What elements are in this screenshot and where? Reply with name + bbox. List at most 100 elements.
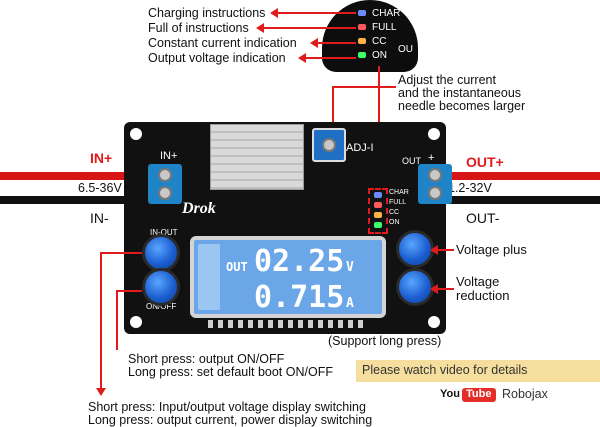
mount-hole-tl xyxy=(130,128,142,140)
mount-hole-br xyxy=(428,316,440,328)
led-indicator-group xyxy=(368,188,388,234)
input-terminal-screw-bottom xyxy=(158,186,172,200)
arrow-inout-h xyxy=(100,252,142,254)
on-off-button[interactable] xyxy=(142,268,180,306)
led-full-zoom xyxy=(358,24,366,30)
youtube-logo-tube: Tube xyxy=(466,388,492,400)
arrow-adjust-h xyxy=(332,86,396,88)
video-banner[interactable]: Please watch video for details xyxy=(356,360,600,382)
arrow-cc xyxy=(316,42,356,44)
arrow-output-voltage xyxy=(304,57,356,59)
label-out-minus: OUT- xyxy=(466,210,500,226)
lcd-current: 0.715 xyxy=(254,280,345,315)
youtube-logo-you: You xyxy=(440,388,460,400)
pot-screw[interactable] xyxy=(322,138,336,152)
arrow-adjust-v xyxy=(332,86,334,130)
label-in-range: 6.5-36V xyxy=(78,181,122,195)
callout-onoff-long: Long press: set default boot ON/OFF xyxy=(128,365,333,379)
output-terminal xyxy=(418,164,452,204)
in-out-button[interactable] xyxy=(142,234,180,272)
led-cc xyxy=(374,212,382,218)
label-in-plus: IN+ xyxy=(90,150,113,166)
led-char xyxy=(374,192,382,198)
arrow-full xyxy=(262,27,356,29)
zoom-label-char: CHAR xyxy=(372,8,401,19)
silk-plus: + xyxy=(428,152,435,164)
silk-cc: CC xyxy=(389,209,400,216)
label-in-minus: IN- xyxy=(90,210,109,226)
callout-adjust-current-2: and the instantaneous xyxy=(398,86,522,100)
youtube-logo xyxy=(462,388,496,402)
output-terminal-screw-top xyxy=(428,168,442,182)
zoom-label-on: ON xyxy=(372,50,387,61)
callout-voltage-plus: Voltage plus xyxy=(456,242,527,257)
arrow-inout-v xyxy=(100,252,102,390)
arrowhead-charging xyxy=(270,8,278,18)
callout-onoff-short: Short press: output ON/OFF xyxy=(128,352,285,366)
output-wire-black xyxy=(440,196,600,204)
current-adjust-potentiometer[interactable] xyxy=(312,128,346,162)
lcd-display: OUT 02.25 V 0.715 A xyxy=(190,236,386,318)
led-on-zoom xyxy=(358,52,366,58)
callout-support-long-press: (Support long press) xyxy=(328,334,442,348)
callout-voltage-reduction-1: Voltage xyxy=(456,274,500,289)
callout-full: Full of instructions xyxy=(148,21,249,35)
label-out-range: 1.2-32V xyxy=(448,181,492,195)
lcd-voltage-unit: V xyxy=(346,260,354,275)
voltage-plus-button[interactable] xyxy=(396,230,434,268)
lcd-mode: OUT xyxy=(226,260,248,274)
input-terminal-screw-top xyxy=(158,168,172,182)
led-char-zoom xyxy=(358,10,366,16)
arrowhead-full xyxy=(256,23,264,33)
callout-adjust-current-3: needle becomes larger xyxy=(398,99,526,113)
silk-in-out: IN-OUT xyxy=(150,228,178,237)
output-terminal-screw-bottom xyxy=(428,186,442,200)
lcd-pins xyxy=(208,320,368,328)
arrowhead-cc xyxy=(310,38,318,48)
lcd-voltage: 02.25 xyxy=(254,244,345,279)
callout-constant-current: Constant current indication xyxy=(148,36,297,50)
brand-logo: Drok xyxy=(182,200,216,217)
arrow-onoff-v xyxy=(116,290,118,350)
led-zoom-inset: CHAR FULL CC ON OU xyxy=(322,0,418,72)
led-on xyxy=(374,222,382,228)
arrowhead-voltage-plus xyxy=(430,245,438,255)
arrow-charging xyxy=(276,12,356,14)
lcd-left-panel xyxy=(198,244,220,310)
callout-inout-short: Short press: Input/output voltage displa… xyxy=(88,400,366,414)
arrowhead-output-voltage xyxy=(298,53,306,63)
led-full xyxy=(374,202,382,208)
mount-hole-bl xyxy=(130,316,142,328)
zoom-label-full: FULL xyxy=(372,22,397,33)
input-terminal xyxy=(148,164,182,204)
input-wire-red xyxy=(0,172,150,180)
silk-on: ON xyxy=(389,219,400,226)
arrow-voltage-reduction xyxy=(434,288,454,290)
mount-hole-tr xyxy=(428,128,440,140)
zoom-label-cc: CC xyxy=(372,36,387,47)
banner-text: Please watch video for details xyxy=(362,363,528,377)
silk-out: OUT xyxy=(402,156,421,166)
arrow-onoff-h xyxy=(116,290,142,292)
voltage-minus-button[interactable] xyxy=(396,268,434,306)
led-cc-zoom xyxy=(358,38,366,44)
callout-voltage-reduction-2: reduction xyxy=(456,288,510,303)
label-out-plus: OUT+ xyxy=(466,154,504,170)
output-wire-red xyxy=(440,172,600,180)
silk-in-plus: IN+ xyxy=(160,150,178,162)
callout-adjust-current-1: Adjust the current xyxy=(398,73,496,87)
silk-adj-i: ADJ-I xyxy=(346,142,374,154)
watermark-robojax: Robojax xyxy=(502,387,548,401)
silk-on-off: ON/OFF xyxy=(146,302,177,311)
callout-inout-long: Long press: output current, power displa… xyxy=(88,413,373,427)
arrow-voltage-plus xyxy=(434,249,454,251)
arrowhead-voltage-reduction xyxy=(430,284,438,294)
silk-full: FULL xyxy=(389,199,407,206)
heatsink xyxy=(210,124,304,190)
zoom-label-ou: OU xyxy=(398,44,413,55)
input-wire-black xyxy=(0,196,150,204)
callout-output-voltage: Output voltage indication xyxy=(148,51,286,65)
arrowhead-inout xyxy=(96,388,106,396)
lcd-current-unit: A xyxy=(346,296,354,311)
silk-char: CHAR xyxy=(389,189,409,196)
